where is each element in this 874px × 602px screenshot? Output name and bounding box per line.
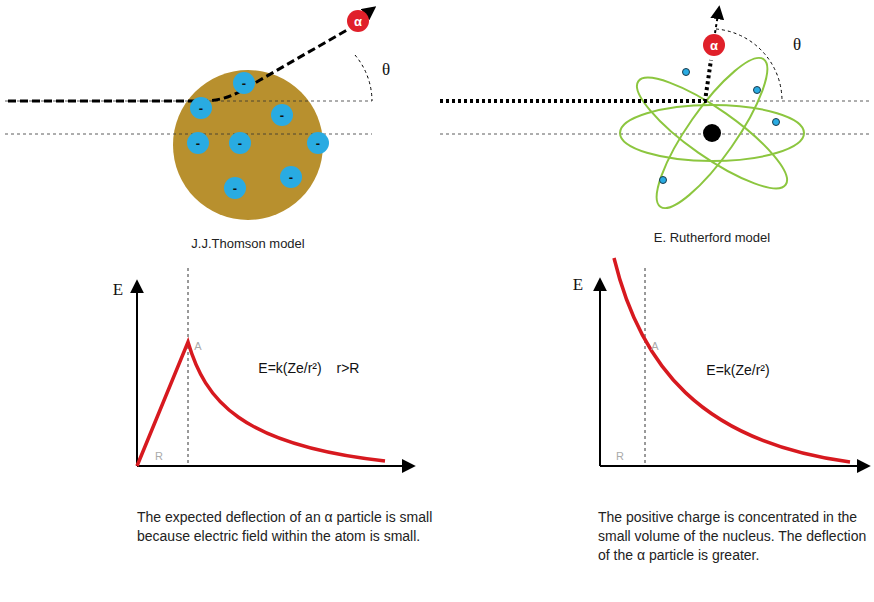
point-label: A bbox=[651, 340, 658, 352]
point-label: A bbox=[194, 340, 201, 352]
alpha-path bbox=[8, 30, 347, 101]
electron: - bbox=[307, 132, 329, 154]
axis-label: E bbox=[113, 280, 123, 300]
alpha-path bbox=[440, 60, 711, 101]
electron: - bbox=[187, 132, 209, 154]
angle-arc bbox=[355, 55, 372, 101]
node-text: - bbox=[242, 77, 246, 90]
alpha-particle: α bbox=[703, 34, 725, 56]
node-text: - bbox=[280, 109, 284, 122]
alpha-particle: α bbox=[347, 10, 369, 32]
node-text: - bbox=[316, 137, 320, 150]
nucleus bbox=[703, 124, 721, 142]
node-text: - bbox=[233, 182, 237, 195]
reference-line bbox=[440, 134, 870, 135]
node-text: - bbox=[199, 102, 203, 115]
node-text: α bbox=[710, 39, 718, 52]
orbit-electrons bbox=[660, 69, 780, 184]
node-text: - bbox=[196, 137, 200, 150]
orbits bbox=[620, 46, 804, 221]
electron: - bbox=[233, 72, 255, 94]
angle-label: θ bbox=[793, 35, 801, 55]
model-name: E. Rutherford model bbox=[654, 230, 770, 245]
caption: The expected deflection of an α particle… bbox=[137, 508, 437, 546]
angle-arc bbox=[716, 29, 782, 101]
electron: - bbox=[229, 132, 251, 154]
reference-line bbox=[440, 101, 870, 102]
angle-label: θ bbox=[382, 60, 390, 80]
thomson-graph bbox=[137, 268, 413, 466]
point-label: R bbox=[616, 450, 624, 462]
node-text: α bbox=[354, 15, 362, 28]
electron: - bbox=[224, 177, 246, 199]
node-text: - bbox=[238, 137, 242, 150]
formula: E=k(Ze/r²) bbox=[258, 360, 321, 376]
thomson-sphere bbox=[173, 70, 323, 220]
electron: - bbox=[271, 104, 293, 126]
point-label: R bbox=[155, 450, 163, 462]
electron: - bbox=[190, 97, 212, 119]
node-text: - bbox=[289, 171, 293, 184]
axis-label: E bbox=[573, 275, 583, 295]
alpha-arrow bbox=[366, 8, 374, 14]
formula: E=k(Ze/r²) bbox=[706, 362, 769, 378]
model-name: J.J.Thomson model bbox=[191, 236, 304, 251]
caption: The positive charge is concentrated in t… bbox=[598, 508, 868, 565]
electron: - bbox=[280, 166, 302, 188]
condition: r>R bbox=[337, 360, 360, 376]
rutherford-graph bbox=[600, 258, 868, 466]
